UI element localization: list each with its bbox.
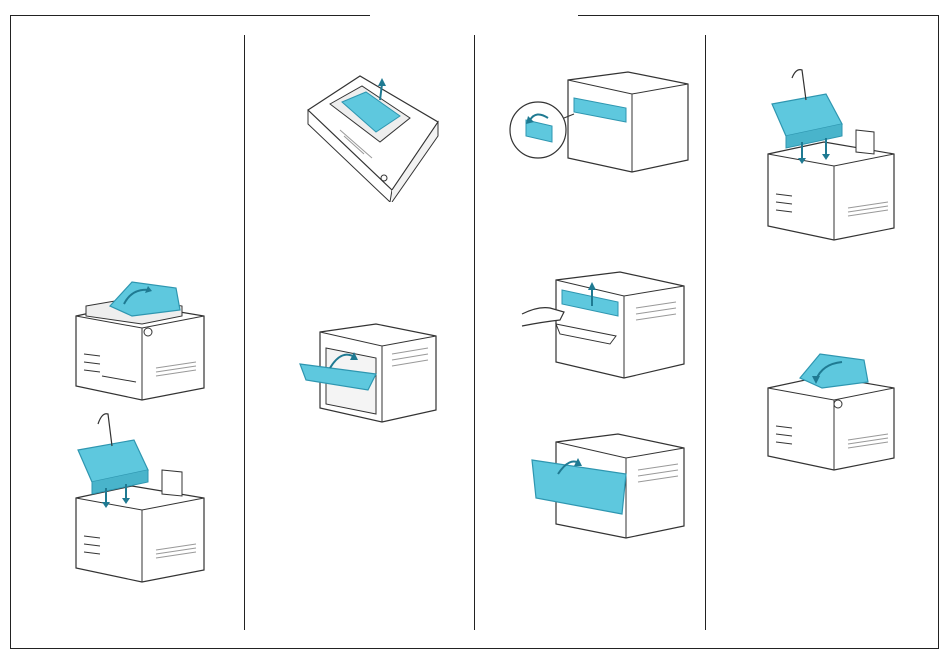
column-divider (474, 35, 475, 630)
column-divider (244, 35, 245, 630)
printer-close-cover-icon (764, 352, 898, 472)
printer-rear-cover-close-icon (528, 430, 688, 542)
printer-paper-path-icon (300, 70, 442, 202)
printer-rear-paper-remove-icon (520, 268, 688, 388)
printer-reinsert-cartridge-icon (764, 68, 898, 244)
column-divider (705, 35, 706, 630)
printer-fuser-lever-icon (508, 68, 690, 180)
printer-insert-cartridge-icon (72, 410, 208, 586)
printer-open-cover-icon (72, 276, 208, 402)
printer-rear-cover-open-icon (296, 318, 440, 428)
